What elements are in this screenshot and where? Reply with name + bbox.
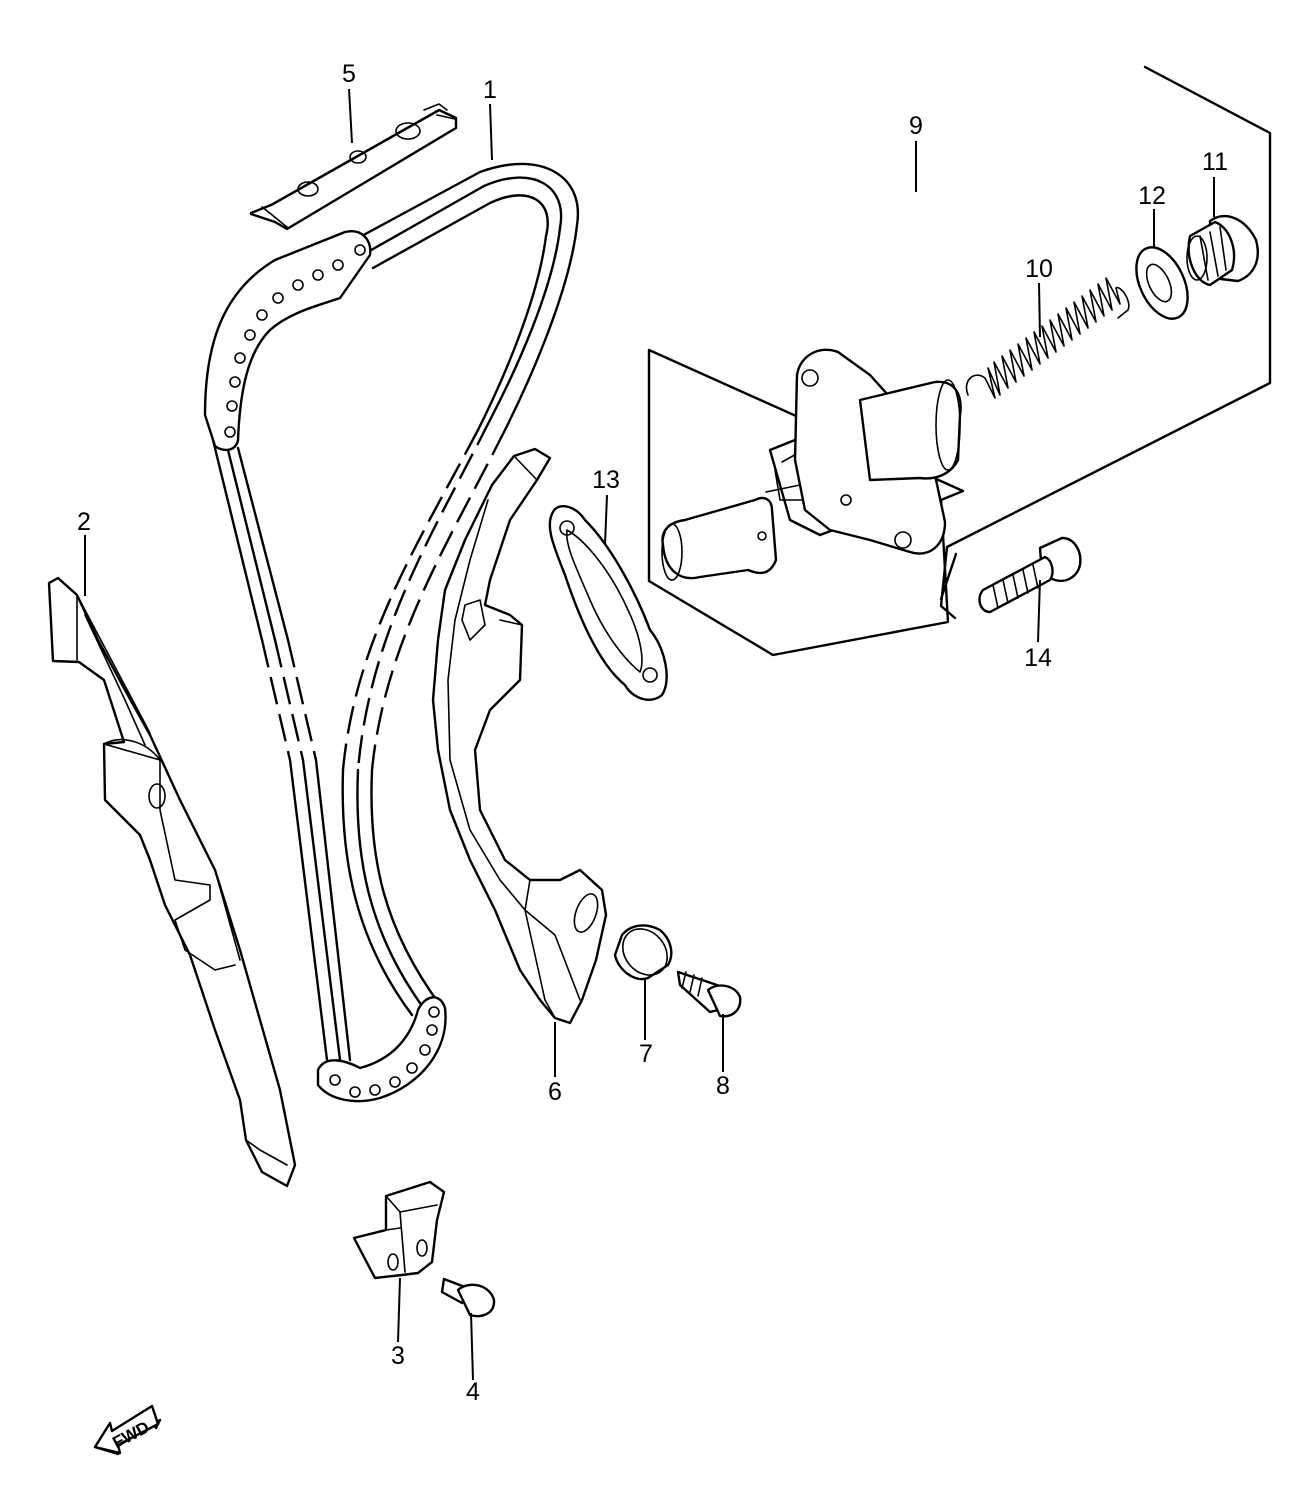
- bushing-icon: [613, 924, 673, 981]
- callout-12: 12: [1138, 182, 1166, 210]
- gasket-icon: [548, 504, 668, 701]
- callout-9: 9: [909, 112, 923, 140]
- plug-bolt-icon: [1186, 214, 1259, 287]
- callout-10: 10: [1025, 255, 1053, 283]
- tensioner-arm-icon: [431, 447, 608, 1025]
- callout-14: 14: [1024, 644, 1052, 672]
- chain-guide-top-icon: [249, 103, 458, 231]
- callout-6: 6: [548, 1078, 562, 1106]
- gasket-washer-icon: [1135, 246, 1189, 320]
- callout-7: 7: [639, 1040, 653, 1068]
- callout-4: 4: [466, 1378, 480, 1406]
- callout-1: 1: [483, 76, 497, 104]
- bolt-icon-4: [440, 1277, 496, 1318]
- chain-guide-icon: [47, 576, 297, 1188]
- callout-2: 2: [77, 508, 91, 536]
- callout-3: 3: [391, 1342, 405, 1370]
- callout-5: 5: [342, 60, 356, 88]
- timing-chain-icon: [203, 162, 580, 1103]
- spring-icon: [965, 277, 1130, 399]
- callout-8: 8: [716, 1072, 730, 1100]
- tensioner-adjuster-assembly-icon: [661, 348, 962, 581]
- guide-stopper-icon: [352, 1180, 446, 1280]
- leader-lines: [84, 88, 1215, 1381]
- forward-direction-arrow-icon: FWD: [93, 1404, 162, 1456]
- bolt-icon-8: [676, 970, 742, 1018]
- callout-11: 11: [1202, 148, 1228, 176]
- bolt-icon-14: [978, 536, 1082, 614]
- callout-13: 13: [592, 466, 620, 494]
- callout-numbers: 1 2 3 4 5 6 7 8 9 10 11 12 13 14: [77, 60, 1228, 1406]
